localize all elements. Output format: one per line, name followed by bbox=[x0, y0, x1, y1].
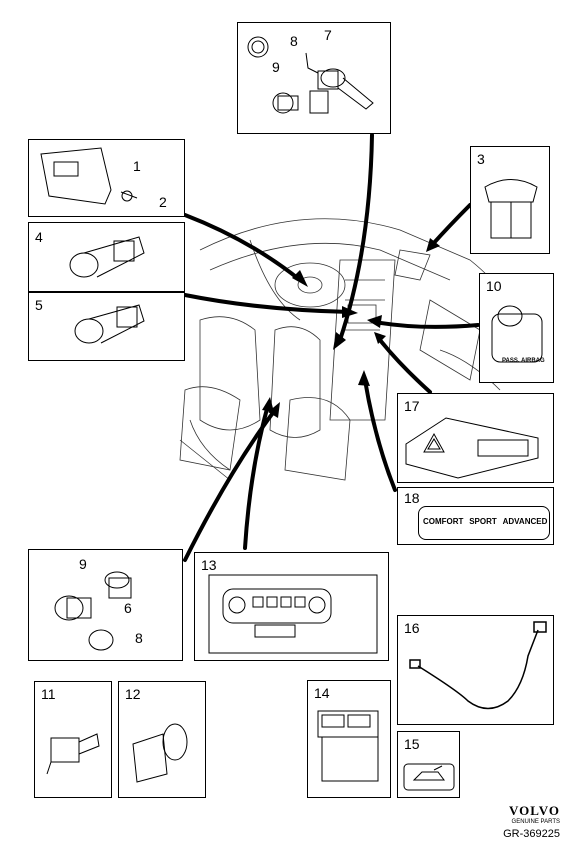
part-box-17[interactable]: 17 bbox=[397, 393, 554, 483]
arrow-box4-5 bbox=[183, 293, 352, 314]
arrow-box10 bbox=[373, 320, 480, 329]
sport-button[interactable]: SPORT bbox=[469, 517, 497, 526]
window-switch-drawing bbox=[317, 710, 379, 782]
part-box-14[interactable]: 14 bbox=[307, 680, 391, 798]
brand-name: VOLVO bbox=[509, 803, 560, 818]
part-box-11[interactable]: 11 bbox=[34, 681, 112, 798]
socket-11-drawing bbox=[46, 733, 100, 775]
callout-10: 10 bbox=[486, 278, 502, 294]
knob-12-drawing bbox=[132, 723, 188, 783]
part-box-7-8-9[interactable]: 8 7 9 bbox=[237, 22, 391, 134]
callout-14: 14 bbox=[314, 685, 330, 701]
comfort-button[interactable]: COMFORT bbox=[423, 517, 464, 526]
part-box-3[interactable]: 3 bbox=[470, 146, 550, 254]
arrow-box18 bbox=[363, 378, 397, 492]
callout-11: 11 bbox=[41, 686, 56, 702]
callout-8-lower: 8 bbox=[135, 630, 143, 646]
part-box-4[interactable]: 4 bbox=[28, 222, 185, 292]
callout-12: 12 bbox=[125, 686, 141, 702]
callout-18: 18 bbox=[404, 490, 420, 506]
callout-6: 6 bbox=[124, 600, 132, 616]
part-code: GR-369225 bbox=[503, 828, 560, 840]
part-box-12[interactable]: 12 bbox=[118, 681, 206, 798]
trunk-release-drawing bbox=[403, 763, 455, 791]
airbag-indicator-drawing bbox=[491, 305, 543, 363]
drive-mode-switch bbox=[418, 506, 550, 540]
callout-9: 9 bbox=[272, 59, 280, 75]
ignition-switch-drawing bbox=[247, 36, 374, 114]
advanced-button[interactable]: ADVANCED bbox=[502, 517, 548, 526]
glovebox-lock-drawing bbox=[40, 147, 138, 205]
airbag-label: PASS. AIRBAG bbox=[502, 358, 545, 364]
brand-subtitle: GENUINE PARTS bbox=[511, 819, 560, 825]
callout-8: 8 bbox=[290, 33, 298, 49]
part-box-10[interactable]: 10 PASS. AIRBAG bbox=[479, 273, 554, 383]
part-box-18[interactable]: 18 COMFORT SPORT ADVANCED bbox=[397, 487, 554, 545]
part-box-13[interactable]: 13 bbox=[194, 552, 389, 661]
center-console bbox=[329, 259, 396, 421]
callout-1: 1 bbox=[133, 158, 141, 174]
lock-cylinder-drawing bbox=[54, 571, 132, 651]
callout-16: 16 bbox=[404, 620, 420, 636]
switch-5-drawing bbox=[74, 304, 145, 344]
arrow-box17 bbox=[378, 338, 432, 394]
part-box-16[interactable]: 16 bbox=[397, 615, 554, 725]
hazard-switch-drawing bbox=[405, 417, 539, 479]
callout-17: 17 bbox=[404, 398, 420, 414]
callout-5: 5 bbox=[35, 297, 43, 313]
callout-9-lower: 9 bbox=[79, 556, 87, 572]
steering-wheel bbox=[274, 262, 346, 308]
climate-panel-drawing bbox=[208, 574, 378, 654]
callout-4: 4 bbox=[35, 229, 43, 245]
callout-7: 7 bbox=[324, 27, 332, 43]
callout-3: 3 bbox=[477, 151, 485, 167]
arrow-box7 bbox=[338, 133, 374, 342]
switch-4-drawing bbox=[69, 236, 145, 278]
arrow-box13 bbox=[243, 403, 270, 550]
part-box-15[interactable]: 15 bbox=[397, 731, 460, 798]
arrow-box3 bbox=[430, 203, 472, 247]
cable-drawing bbox=[409, 621, 547, 710]
seat-left bbox=[199, 316, 261, 431]
part-box-9-6-8[interactable]: 9 6 8 bbox=[28, 549, 183, 661]
callout-13: 13 bbox=[201, 557, 217, 573]
part-box-1-2[interactable]: 1 2 bbox=[28, 139, 185, 217]
arrow-box1 bbox=[183, 213, 302, 282]
switch-3-drawing bbox=[484, 179, 538, 239]
part-box-5[interactable]: 5 bbox=[28, 292, 185, 361]
brand-logo: VOLVO GENUINE PARTS bbox=[460, 803, 560, 825]
callout-2: 2 bbox=[159, 194, 167, 210]
callout-15: 15 bbox=[404, 736, 420, 752]
